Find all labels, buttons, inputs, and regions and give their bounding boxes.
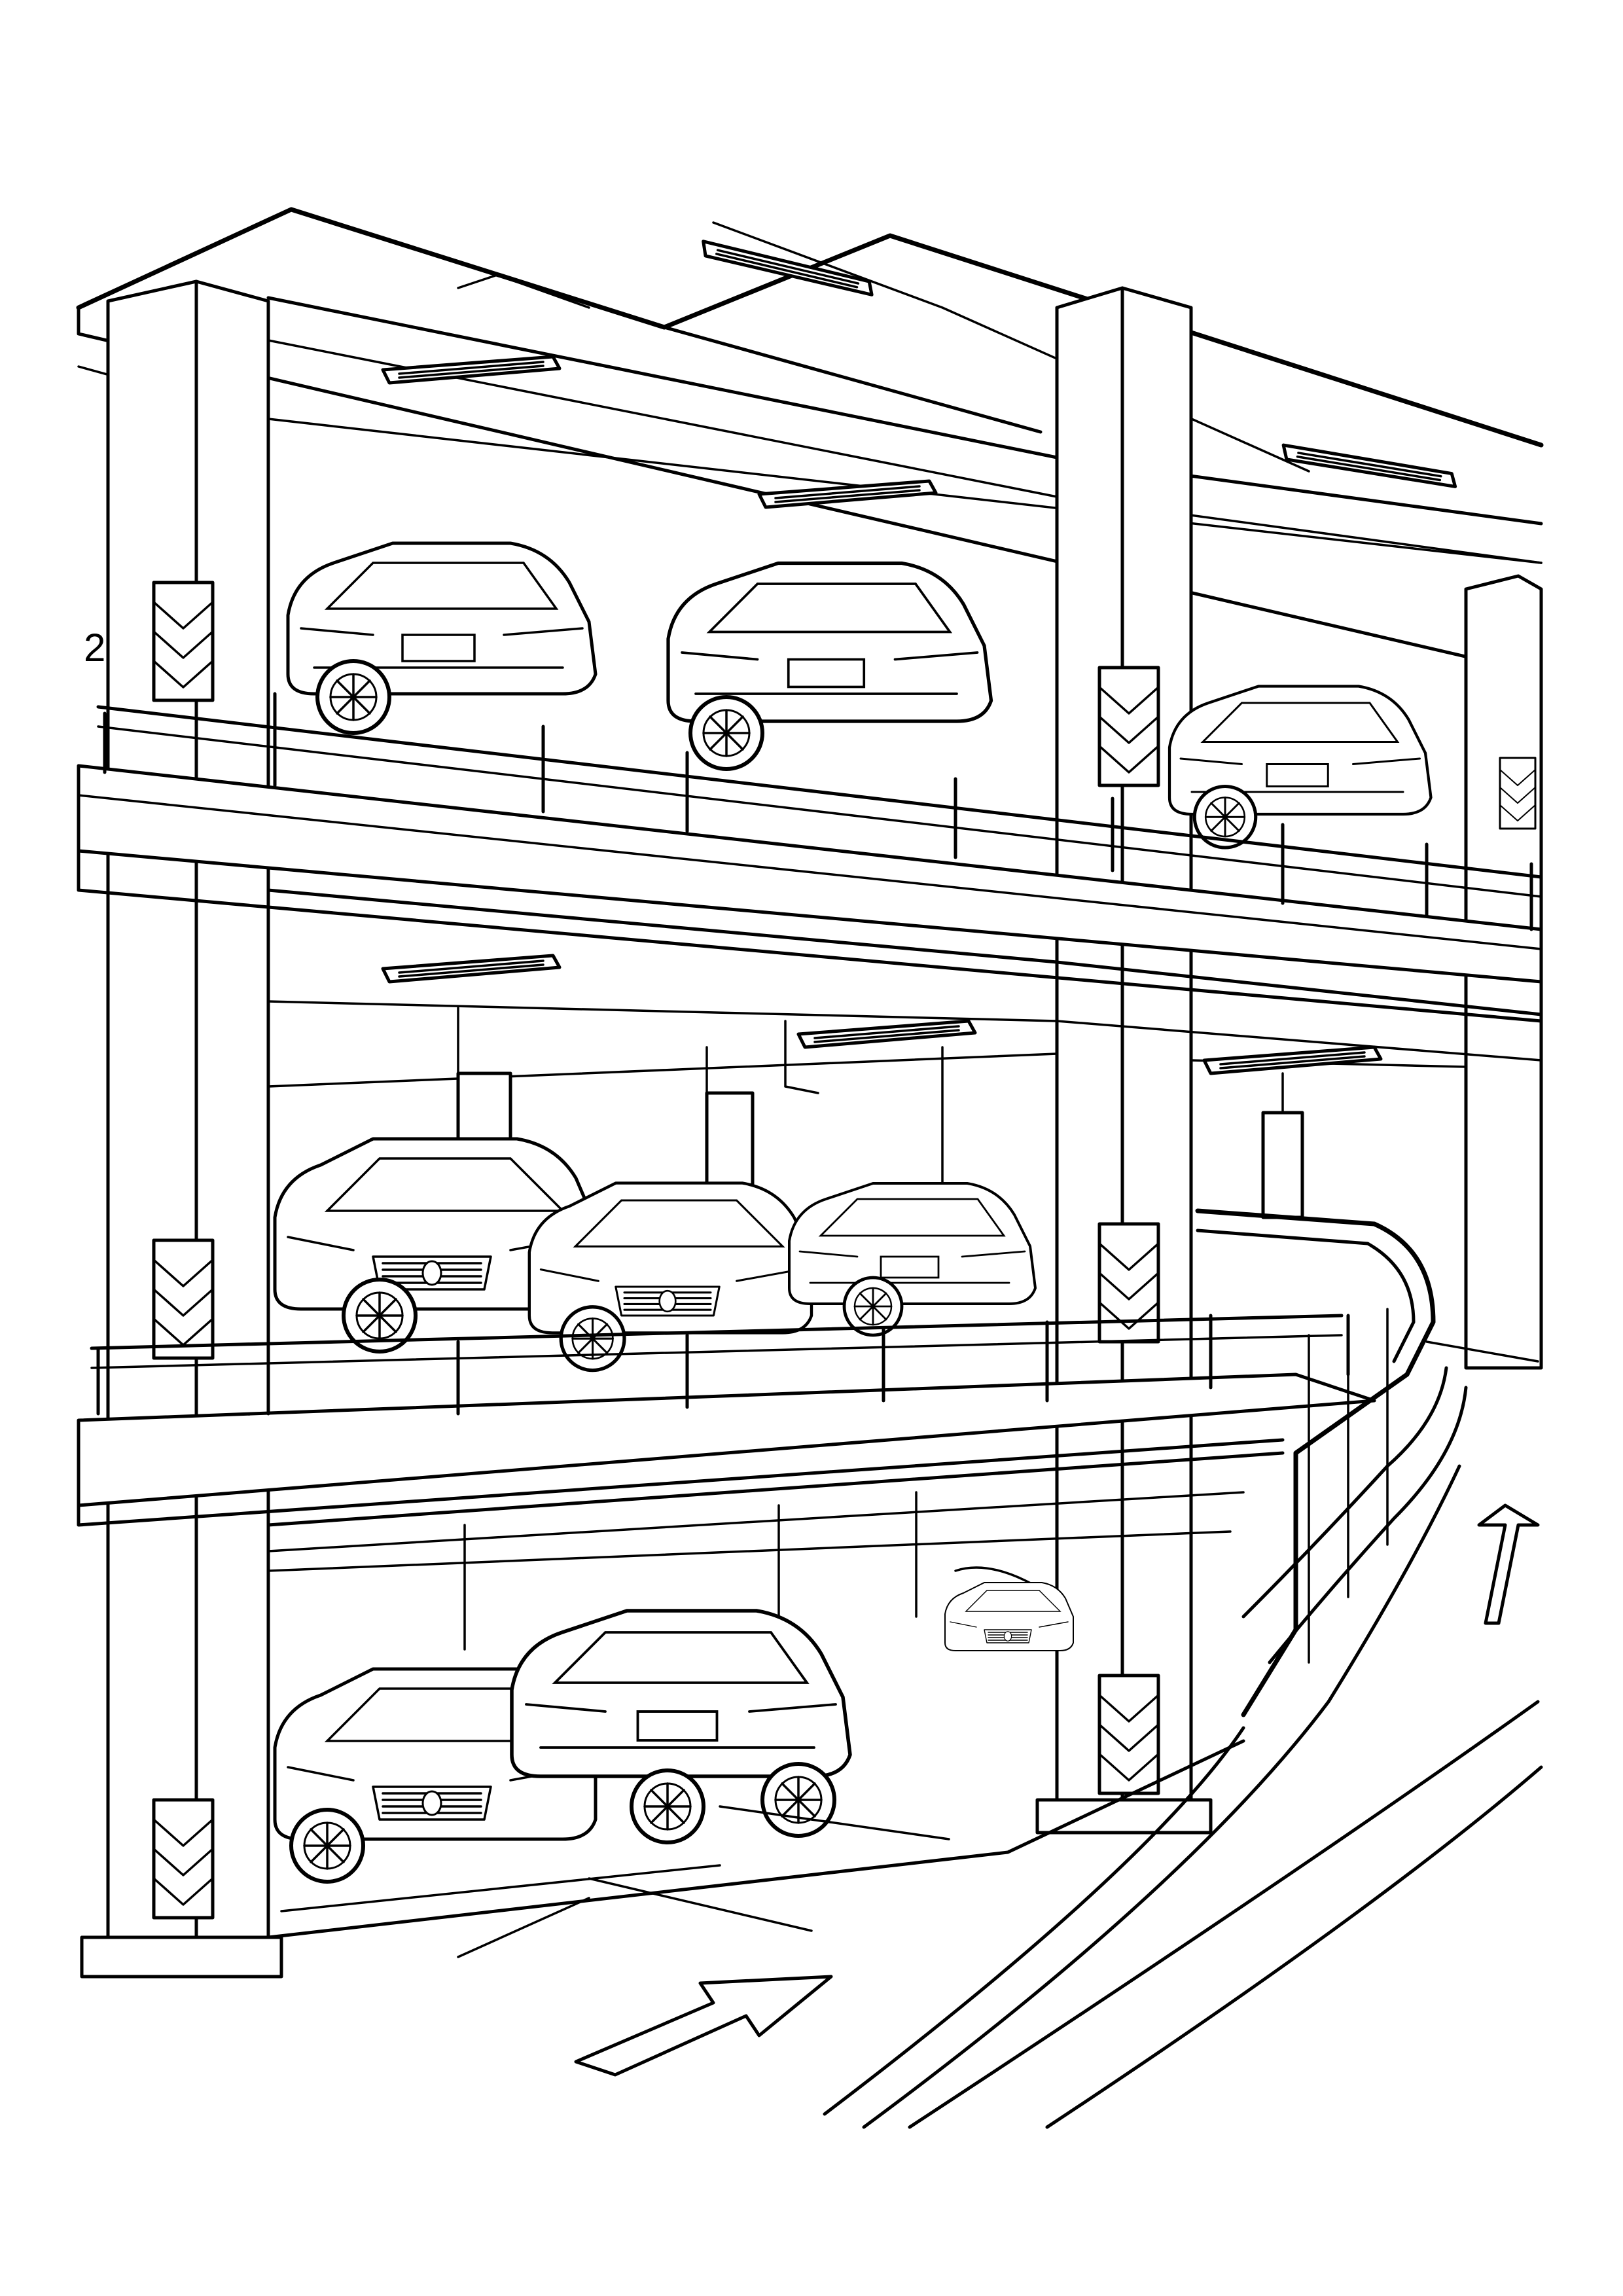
ceiling-light-mid-1 bbox=[383, 956, 560, 982]
corner-guard-5 bbox=[1099, 1224, 1158, 1342]
corner-guard-4 bbox=[154, 1240, 213, 1358]
corner-guard-6 bbox=[154, 1800, 213, 1918]
middle-deck bbox=[77, 1372, 1376, 1527]
corner-guard-7 bbox=[1099, 1676, 1158, 1793]
ceiling-light-mid-2 bbox=[798, 1021, 975, 1047]
level-marker: 2 bbox=[84, 626, 105, 670]
ground-floor bbox=[266, 1464, 1543, 2129]
ceiling-light-top-1 bbox=[383, 357, 560, 383]
car-mid-right bbox=[789, 1183, 1035, 1335]
middle-railing bbox=[90, 1314, 1350, 1416]
car-ground-back bbox=[944, 1581, 1075, 1652]
corner-guard-3 bbox=[1499, 757, 1537, 830]
pillar-left bbox=[80, 279, 283, 1979]
car-top-left bbox=[288, 543, 596, 733]
corner-guard-2 bbox=[1099, 668, 1158, 785]
car-top-right bbox=[1169, 687, 1431, 848]
top-railing bbox=[96, 692, 1543, 931]
spiral-ramp bbox=[1195, 1208, 1539, 1717]
corner-guard-1 bbox=[154, 583, 213, 700]
ground-ceiling bbox=[266, 1451, 1285, 1651]
arrow-right-icon bbox=[574, 1975, 833, 2077]
car-mid-center bbox=[529, 1183, 812, 1371]
arrow-up-icon bbox=[1477, 1503, 1540, 1625]
ceiling-light-mid-3 bbox=[1204, 1047, 1381, 1073]
top-deck bbox=[77, 764, 1543, 1023]
ceiling-light-top-2 bbox=[700, 229, 876, 308]
car-top-middle bbox=[668, 564, 991, 770]
